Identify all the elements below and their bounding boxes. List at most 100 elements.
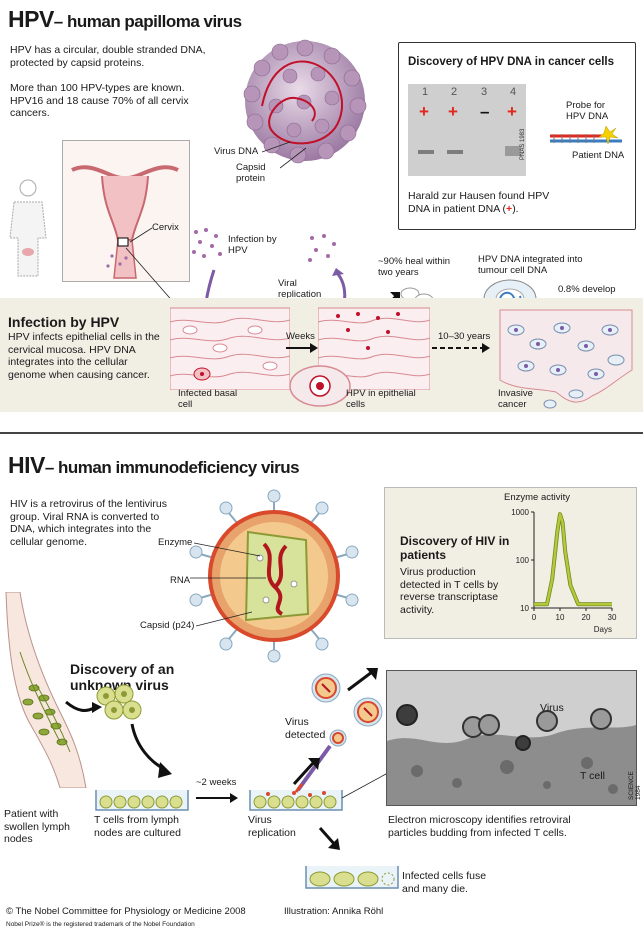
caption-post: ). bbox=[512, 202, 519, 215]
tissue-infected-basal bbox=[170, 307, 290, 390]
unknown-virus-heading: Discovery of an unknown virus bbox=[70, 661, 175, 693]
hiv-intro: HIV is a retrovirus of the lentivirus gr… bbox=[10, 498, 167, 548]
hpv-cell-zoom bbox=[289, 365, 351, 407]
rna-label: RNA bbox=[170, 575, 191, 586]
em-caption: Electron microscopy identifies retrovira… bbox=[388, 814, 571, 839]
culture-dish-2 bbox=[249, 790, 343, 811]
infected-basal-label: Infected basal cell bbox=[178, 388, 238, 410]
patient-dna-label: Patient DNA bbox=[572, 150, 625, 161]
hiv-virion-illustration bbox=[189, 489, 359, 663]
hiv-title-abbr: HIV bbox=[8, 452, 45, 478]
hpv-intro-2: More than 100 HPV-types are known. HPV16… bbox=[10, 82, 189, 119]
patient-arm-illustration bbox=[5, 592, 87, 788]
years-arrow bbox=[432, 343, 490, 353]
capsid-protein-label: Capsid protein bbox=[236, 162, 266, 184]
cervix-pointer bbox=[129, 227, 153, 243]
infection-particles bbox=[192, 228, 222, 258]
chart-x-tick-label: 10 bbox=[556, 613, 565, 622]
gel-band-4 bbox=[505, 146, 521, 156]
weeks-arrow bbox=[286, 343, 318, 353]
culture-dish-1 bbox=[95, 790, 189, 811]
caption-pre: Harald zur Hausen found HPV DNA in patie… bbox=[408, 190, 550, 215]
infection-by-hpv-label: Infection by HPV bbox=[228, 234, 277, 256]
gel-lane-3-label: 3 bbox=[481, 86, 488, 98]
heal-label: ~90% heal within two years bbox=[378, 256, 451, 278]
probe-illustration bbox=[550, 125, 622, 145]
chart-y-tick-label: 100 bbox=[516, 556, 530, 565]
chart-x-tick-label: 0 bbox=[532, 613, 537, 622]
tcells-label: T cells from lymph nodes are cultured bbox=[94, 814, 181, 839]
weeks-label: Weeks bbox=[286, 331, 315, 342]
em-virus-label: Virus bbox=[540, 702, 564, 714]
gel-lane-1-label: 1 bbox=[422, 86, 429, 98]
viral-replication-label: Viral replication bbox=[278, 278, 322, 300]
virus-dna-label: Virus DNA bbox=[214, 146, 259, 157]
enzyme-pointer bbox=[194, 542, 261, 557]
hiv-discovery-box bbox=[384, 487, 637, 639]
body-silhouette bbox=[9, 179, 47, 277]
gel-band-1 bbox=[418, 150, 434, 154]
hiv-title-rest: – human immunodeficiency virus bbox=[44, 458, 300, 477]
footer-copyright: © The Nobel Committee for Physiology or … bbox=[6, 906, 246, 917]
two-weeks-arrow bbox=[196, 793, 238, 803]
chart-x-tick-label: 30 bbox=[608, 613, 617, 622]
two-weeks-label: ~2 weeks bbox=[196, 777, 237, 788]
capsid-pointer bbox=[196, 611, 253, 627]
footer-trademark: Nobel Prize® is the registered trademark… bbox=[6, 921, 195, 928]
caption-plus: + bbox=[506, 202, 513, 215]
tissue-invasive-cancer bbox=[499, 309, 633, 409]
em-image bbox=[386, 670, 637, 806]
virus-detected-label: Virus detected bbox=[285, 716, 326, 741]
cells-fuse-label: Infected cells fuse and many die. bbox=[402, 870, 487, 895]
hpv-discovery-caption: Harald zur Hausen found HPV DNA in patie… bbox=[408, 190, 568, 215]
virus-replication-label: Virus replication bbox=[248, 814, 296, 839]
gel-lane-4-label: 4 bbox=[510, 86, 517, 98]
lymph-cells bbox=[96, 684, 142, 720]
hpv-epithelial-label: HPV in epithelial cells bbox=[346, 388, 416, 410]
uterus-illustration bbox=[71, 165, 179, 279]
gel-lane-2-label: 2 bbox=[451, 86, 458, 98]
chart-title: Enzyme activity bbox=[504, 492, 570, 503]
hpv-intro-1: HPV has a circular, double stranded DNA,… bbox=[10, 44, 206, 69]
rna-pointer bbox=[190, 577, 266, 579]
replication-particles bbox=[308, 234, 336, 262]
integrated-label: HPV DNA integrated into tumour cell DNA bbox=[478, 254, 583, 276]
capsid-protein-pointer bbox=[280, 147, 307, 169]
chart-x-tick-label: 20 bbox=[582, 613, 591, 622]
hpv-title-rest: – human papilloma virus bbox=[53, 12, 242, 31]
hiv-discovery-text: Virus production detected in T cells by … bbox=[400, 566, 499, 616]
em-texture bbox=[387, 671, 636, 805]
culture-dish-3 bbox=[305, 866, 399, 889]
chart-y-tick-label: 1000 bbox=[511, 508, 529, 517]
dish-to-em-line bbox=[341, 773, 387, 799]
cells-to-dish-arrow bbox=[130, 723, 172, 778]
em-tcell-label: T cell bbox=[580, 770, 605, 782]
chart-series-line bbox=[534, 512, 612, 606]
gel-lane-1-sign: + bbox=[419, 102, 429, 121]
up-arrow-2 bbox=[292, 758, 320, 786]
enzyme-label: Enzyme bbox=[158, 537, 193, 548]
virions-detected bbox=[311, 673, 383, 747]
probe-label: Probe for HPV DNA bbox=[566, 100, 609, 122]
hpv-title: HPV– human papilloma virus bbox=[8, 6, 242, 33]
pipette-illustration bbox=[294, 744, 332, 793]
patient-to-cells-arrow bbox=[65, 700, 102, 713]
infection-text: HPV infects epithelial cells in the cerv… bbox=[8, 331, 160, 381]
footer-illustration: Illustration: Annika Röhl bbox=[284, 906, 384, 917]
hpv-title-abbr: HPV bbox=[8, 6, 54, 32]
capsid-label: Capsid (p24) bbox=[140, 620, 195, 631]
chart-x-label: Days bbox=[594, 625, 612, 634]
section-divider bbox=[0, 432, 643, 434]
em-credit: SCIENCE 1984 bbox=[628, 771, 642, 800]
invasive-label: Invasive cancer bbox=[498, 388, 533, 410]
gel-lane-4-sign: + bbox=[507, 102, 517, 121]
pnas-credit: PNAS 1983 bbox=[520, 128, 526, 160]
gel-panel bbox=[408, 84, 526, 176]
chart-y-tick-label: 10 bbox=[520, 604, 529, 613]
years-label: 10–30 years bbox=[438, 331, 491, 342]
gel-band-2 bbox=[447, 150, 463, 154]
up-arrow-1 bbox=[347, 668, 378, 692]
hiv-discovery-title: Discovery of HIV in patients bbox=[400, 534, 510, 562]
patient-label: Patient with swollen lymph nodes bbox=[4, 808, 70, 845]
